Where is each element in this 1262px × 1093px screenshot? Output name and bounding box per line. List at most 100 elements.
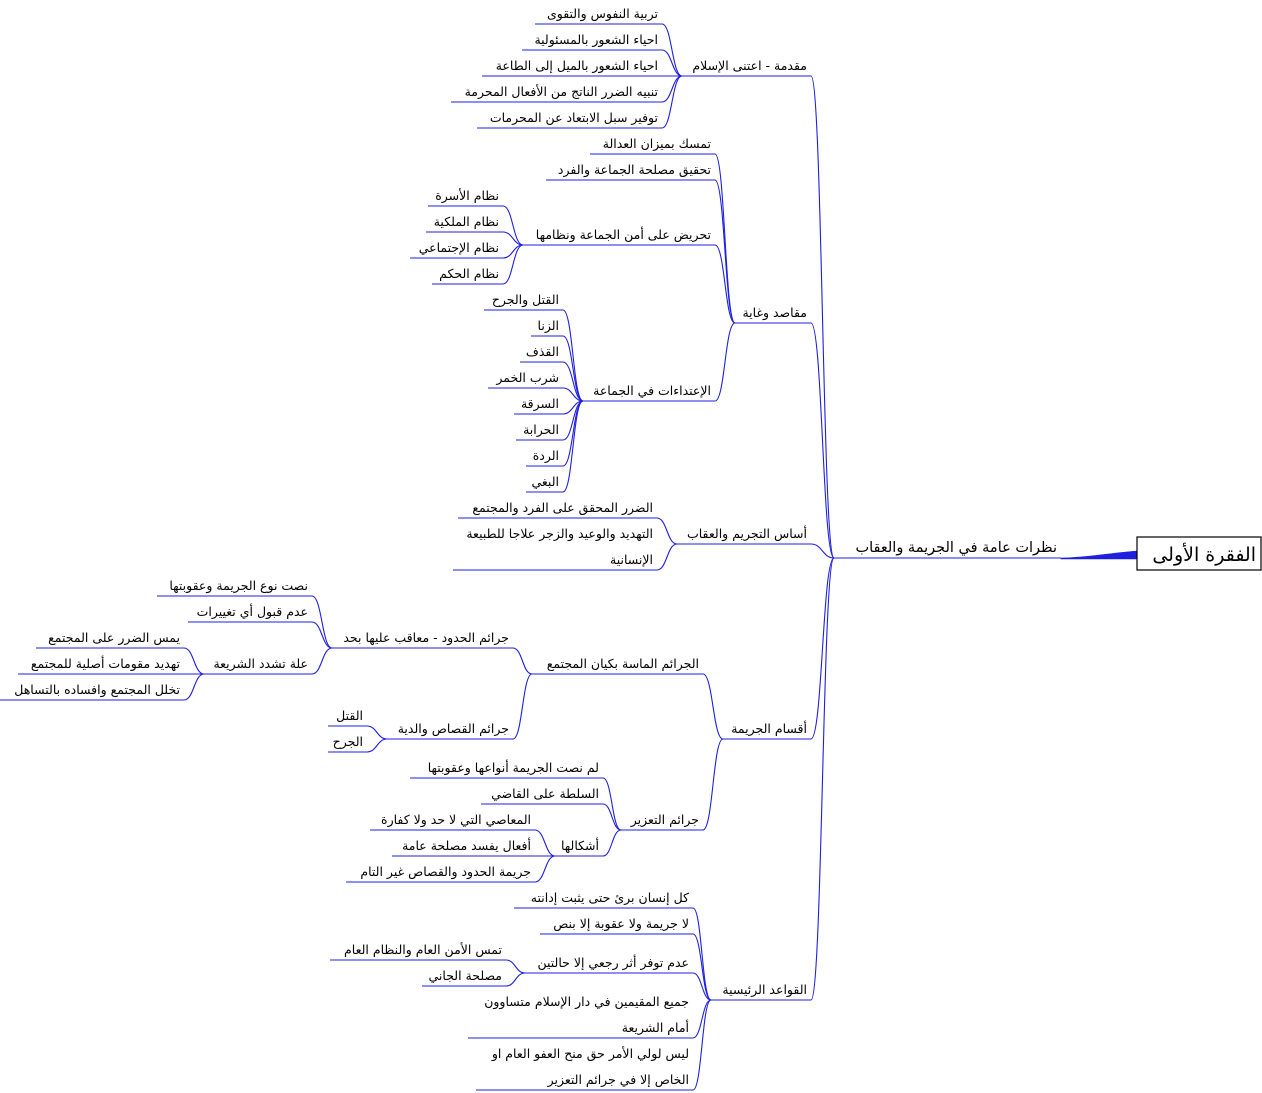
branch-connector — [502, 231, 524, 246]
branch-connector — [562, 387, 584, 402]
branch-connector — [562, 400, 584, 493]
branch-node: علة تشدد الشريعة — [213, 656, 308, 672]
branch-connector — [311, 595, 333, 649]
branch-node: ليس لولي الأمر حق منح العفو العام او — [491, 1046, 689, 1062]
branch-connector — [366, 738, 388, 753]
branch-node-main: نظرات عامة في الجريمة والعقاب — [855, 540, 1057, 556]
branch-node: البغي — [531, 474, 559, 489]
branch-node: عدم قبول أي تغييرات — [197, 603, 308, 620]
branch-node: الحرابة — [523, 422, 559, 438]
connector-layer — [0, 23, 1138, 1091]
branch-connector — [692, 972, 712, 1001]
branch-node: شرب الخمر — [495, 370, 559, 386]
branch-connector — [714, 179, 736, 324]
branch-node: احياء الشعور بالميل إلى الطاعة — [496, 58, 658, 74]
branch-node: الردة — [533, 448, 559, 464]
branch-connector — [502, 205, 524, 246]
branch-node: تمسك بميزان العدالة — [603, 136, 712, 152]
branch-node: تحقيق مصلحة الجماعة والفرد — [558, 162, 712, 178]
branch-node: احياء الشعور بالمسئولية — [534, 32, 658, 48]
branch-node: تهديد مقومات أصلية للمجتمع — [31, 655, 181, 672]
branch-connector — [505, 959, 526, 974]
branch-node: مقدمة - اعتنى الإسلام — [692, 58, 807, 73]
root-connector — [1060, 550, 1138, 560]
branch-connector — [692, 999, 712, 1039]
branch-connector — [562, 309, 584, 402]
branch-connector — [602, 803, 622, 831]
branch-node: تمس الأمن العام والنظام العام — [344, 942, 502, 958]
branch-node: القواعد الرئيسية — [722, 982, 807, 998]
branch-node: أشكالها — [561, 837, 599, 854]
branch-connector — [534, 855, 556, 883]
branch-connector — [692, 933, 712, 1001]
branch-connector — [714, 153, 736, 324]
branch-node: جرائم التعزير — [630, 812, 699, 828]
branch-node-line2: الإنسانية — [610, 552, 653, 567]
branch-node: التهديد والوعيد والزجر علاجا للطبيعة — [466, 526, 653, 542]
branch-connector — [702, 738, 724, 831]
branch-node: الجرائم الماسة بكيان المجتمع — [547, 656, 699, 672]
branch-connector — [810, 543, 835, 559]
branch-connector — [602, 777, 622, 831]
branch-connector — [183, 673, 205, 701]
branch-node: تحريض على أمن الجماعة ونظامها — [536, 226, 712, 243]
branch-node: نصت نوع الجريمة وعقوبتها — [169, 578, 308, 594]
branch-node: القتل — [336, 708, 363, 723]
branch-connector — [656, 517, 678, 545]
branch-node: جرائم القصاص والدية — [398, 721, 509, 737]
branch-node: السرقة — [521, 396, 559, 412]
branch-node: عدم توفر أثر رجعي إلا حالتين — [537, 954, 689, 971]
branch-connector — [661, 49, 683, 77]
branch-node: أفعال يفسد مصلحة عامة — [402, 837, 531, 853]
branch-connector — [714, 244, 736, 324]
branch-node: لم نصت الجريمة أنواعها وعقوبتها — [428, 759, 599, 776]
branch-connector — [661, 23, 683, 77]
branch-connector — [810, 322, 835, 559]
branch-node: نظام الحكم — [439, 266, 499, 282]
branch-connector — [311, 621, 333, 649]
branch-node: يمس الضرر على المجتمع — [48, 630, 180, 646]
branch-node: أساس التجريم والعقاب — [687, 525, 807, 542]
branch-node: تربية النفوس والتقوى — [547, 6, 659, 22]
branch-node: تنبيه الضرر الناتج من الأفعال المحرمة — [465, 84, 659, 100]
branch-connector — [702, 673, 724, 740]
branch-node: نظام الملكية — [434, 214, 499, 229]
branch-connector — [183, 647, 205, 675]
branch-node: تخلل المجتمع وافساده بالتساهل — [14, 682, 180, 698]
branch-connector — [661, 75, 683, 103]
branch-node: توفير سبل الابتعاد عن المحرمات — [490, 110, 659, 126]
branch-node: الضرر المحقق على الفرد والمجتمع — [472, 500, 653, 516]
branch-connector — [661, 75, 683, 129]
branch-connector — [656, 543, 678, 571]
branch-node: جريمة الحدود والقصاص غير التام — [360, 864, 531, 880]
branch-connector — [512, 673, 533, 740]
branch-connector — [366, 725, 388, 740]
branch-connector — [512, 647, 533, 675]
branch-node: كل إنسان برئ حتى يثبت إدانته — [531, 890, 689, 906]
branch-connector — [692, 999, 712, 1091]
branch-node: الجرح — [333, 734, 363, 750]
branch-connector — [534, 829, 556, 857]
branch-node: نظام الإجتماعي — [419, 240, 499, 255]
node-layer: الفقرة الأولى نظرات عامة في الجريمة والعق… — [14, 6, 1262, 1088]
branch-node: مصلحة الجاني — [429, 968, 502, 983]
branch-connector — [562, 361, 584, 402]
branch-node: القذف — [526, 344, 559, 359]
branch-node: لا جريمة ولا عقوبة إلا بنص — [553, 916, 689, 932]
branch-connector — [810, 557, 835, 740]
branch-connector — [505, 972, 526, 987]
branch-node: القتل والجرح — [492, 292, 559, 308]
branch-node: السلطة على القاضي — [491, 786, 599, 801]
branch-connector — [562, 400, 584, 467]
branch-connector — [602, 829, 622, 857]
branch-node: جرائم الحدود - معاقب عليها بحد — [343, 630, 509, 646]
branch-connector — [502, 244, 524, 285]
branch-node: نظام الأسرة — [435, 188, 499, 204]
branch-connector — [311, 647, 333, 675]
branch-node: الإعتداءات في الجماعة — [593, 383, 711, 398]
branch-node: أقسام الجريمة — [731, 720, 807, 737]
root-node-title: الفقرة الأولى — [1152, 543, 1256, 566]
branch-node-line2: أمام الشريعة — [622, 1019, 689, 1036]
branch-node-line2: الخاص إلا في جرائم التعزير — [547, 1072, 689, 1088]
